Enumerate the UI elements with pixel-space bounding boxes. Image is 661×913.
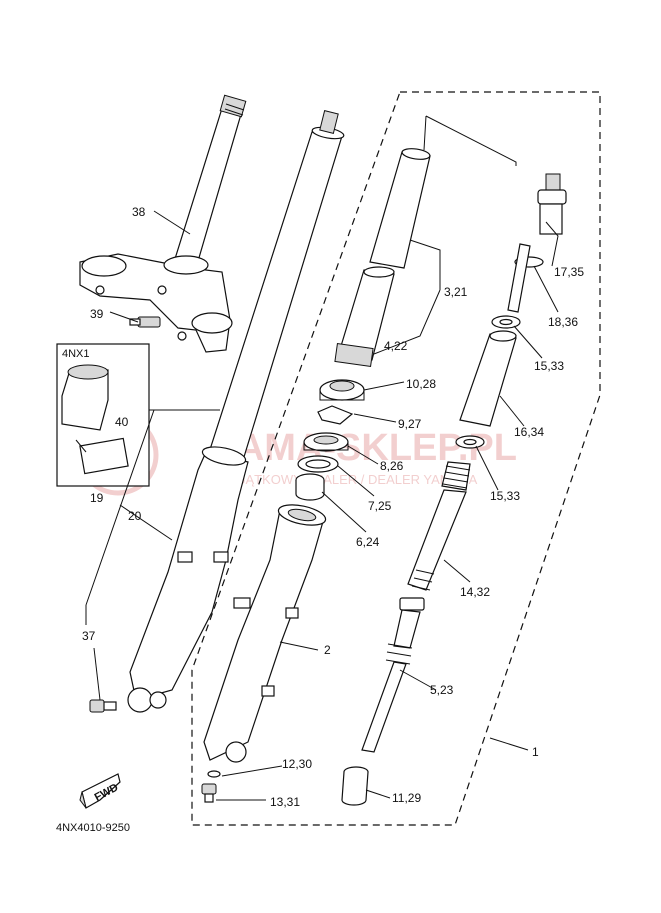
- callout-40: 40: [115, 415, 129, 429]
- washer-15-33-b: [455, 435, 485, 449]
- leader-lines: [85, 115, 559, 801]
- callout-19: 19: [90, 491, 104, 505]
- callout-10-28: 10,28: [406, 377, 436, 391]
- bushing-6-24: [295, 473, 325, 501]
- fwd-arrow-icon: FWD: [79, 773, 121, 809]
- callout-3-21: 3,21: [444, 285, 468, 299]
- callout-16-34: 16,34: [514, 425, 544, 439]
- callout-12-30: 12,30: [282, 757, 312, 771]
- callout-15-33-a: 15,33: [534, 359, 564, 373]
- callouts: 38 39 40 19 20 37 3,21 4,22 10,28 9,27 8…: [82, 205, 584, 809]
- washer-15-33-a: [491, 315, 521, 329]
- inset-label: 4NX1: [62, 348, 90, 360]
- callout-4-22: 4,22: [384, 339, 408, 353]
- callout-1: 1: [532, 745, 539, 759]
- bolt-37: [89, 699, 117, 713]
- callout-17-35: 17,35: [554, 265, 584, 279]
- callout-11-29: 11,29: [392, 791, 421, 805]
- fork-assembly-outline: [191, 91, 601, 826]
- outer-tube-2: [203, 504, 327, 763]
- callout-6-24: 6,24: [356, 535, 380, 549]
- bushing-11-29: [341, 766, 369, 806]
- callout-2: 2: [324, 643, 331, 657]
- callout-8-26: 8,26: [380, 459, 404, 473]
- o-ring-18-36: [507, 243, 544, 313]
- bolt-39: [129, 316, 161, 328]
- seal-10-28: [319, 379, 365, 401]
- bolt-13-31: [201, 783, 217, 803]
- inner-tube-38: [173, 94, 247, 269]
- tube-4-22: [334, 266, 395, 367]
- diagram-code: 4NX4010-9250: [56, 822, 130, 834]
- under-bracket: [79, 253, 233, 353]
- watermark-sub-text: WYJĄTKOWY DEALER / DEALER YAMAHA: [218, 472, 478, 487]
- seal-8-26: [303, 432, 349, 452]
- callout-9-27: 9,27: [398, 417, 422, 431]
- gasket-12-30: [207, 770, 221, 778]
- washer-7-25: [297, 455, 339, 473]
- spring-14-32: [407, 461, 471, 591]
- tube-3-21: [369, 148, 431, 269]
- callout-39: 39: [90, 307, 104, 321]
- clip-9-27: [317, 405, 354, 425]
- callout-13-31: 13,31: [270, 795, 300, 809]
- callout-7-25: 7,25: [368, 499, 392, 513]
- callout-37: 37: [82, 629, 96, 643]
- callout-5-23: 5,23: [430, 683, 454, 697]
- callout-15-33-b: 15,33: [490, 489, 520, 503]
- spacer-16-34: [459, 330, 517, 427]
- callout-20: 20: [128, 509, 142, 523]
- callout-18-36: 18,36: [548, 315, 578, 329]
- callout-38: 38: [132, 205, 146, 219]
- inset-4nx1: 4NX1: [56, 343, 150, 487]
- callout-14-32: 14,32: [460, 585, 490, 599]
- damper-rod-5-23: [361, 597, 425, 753]
- cap-bolt-17-35: [537, 173, 567, 235]
- outer-tube-20: [127, 109, 345, 713]
